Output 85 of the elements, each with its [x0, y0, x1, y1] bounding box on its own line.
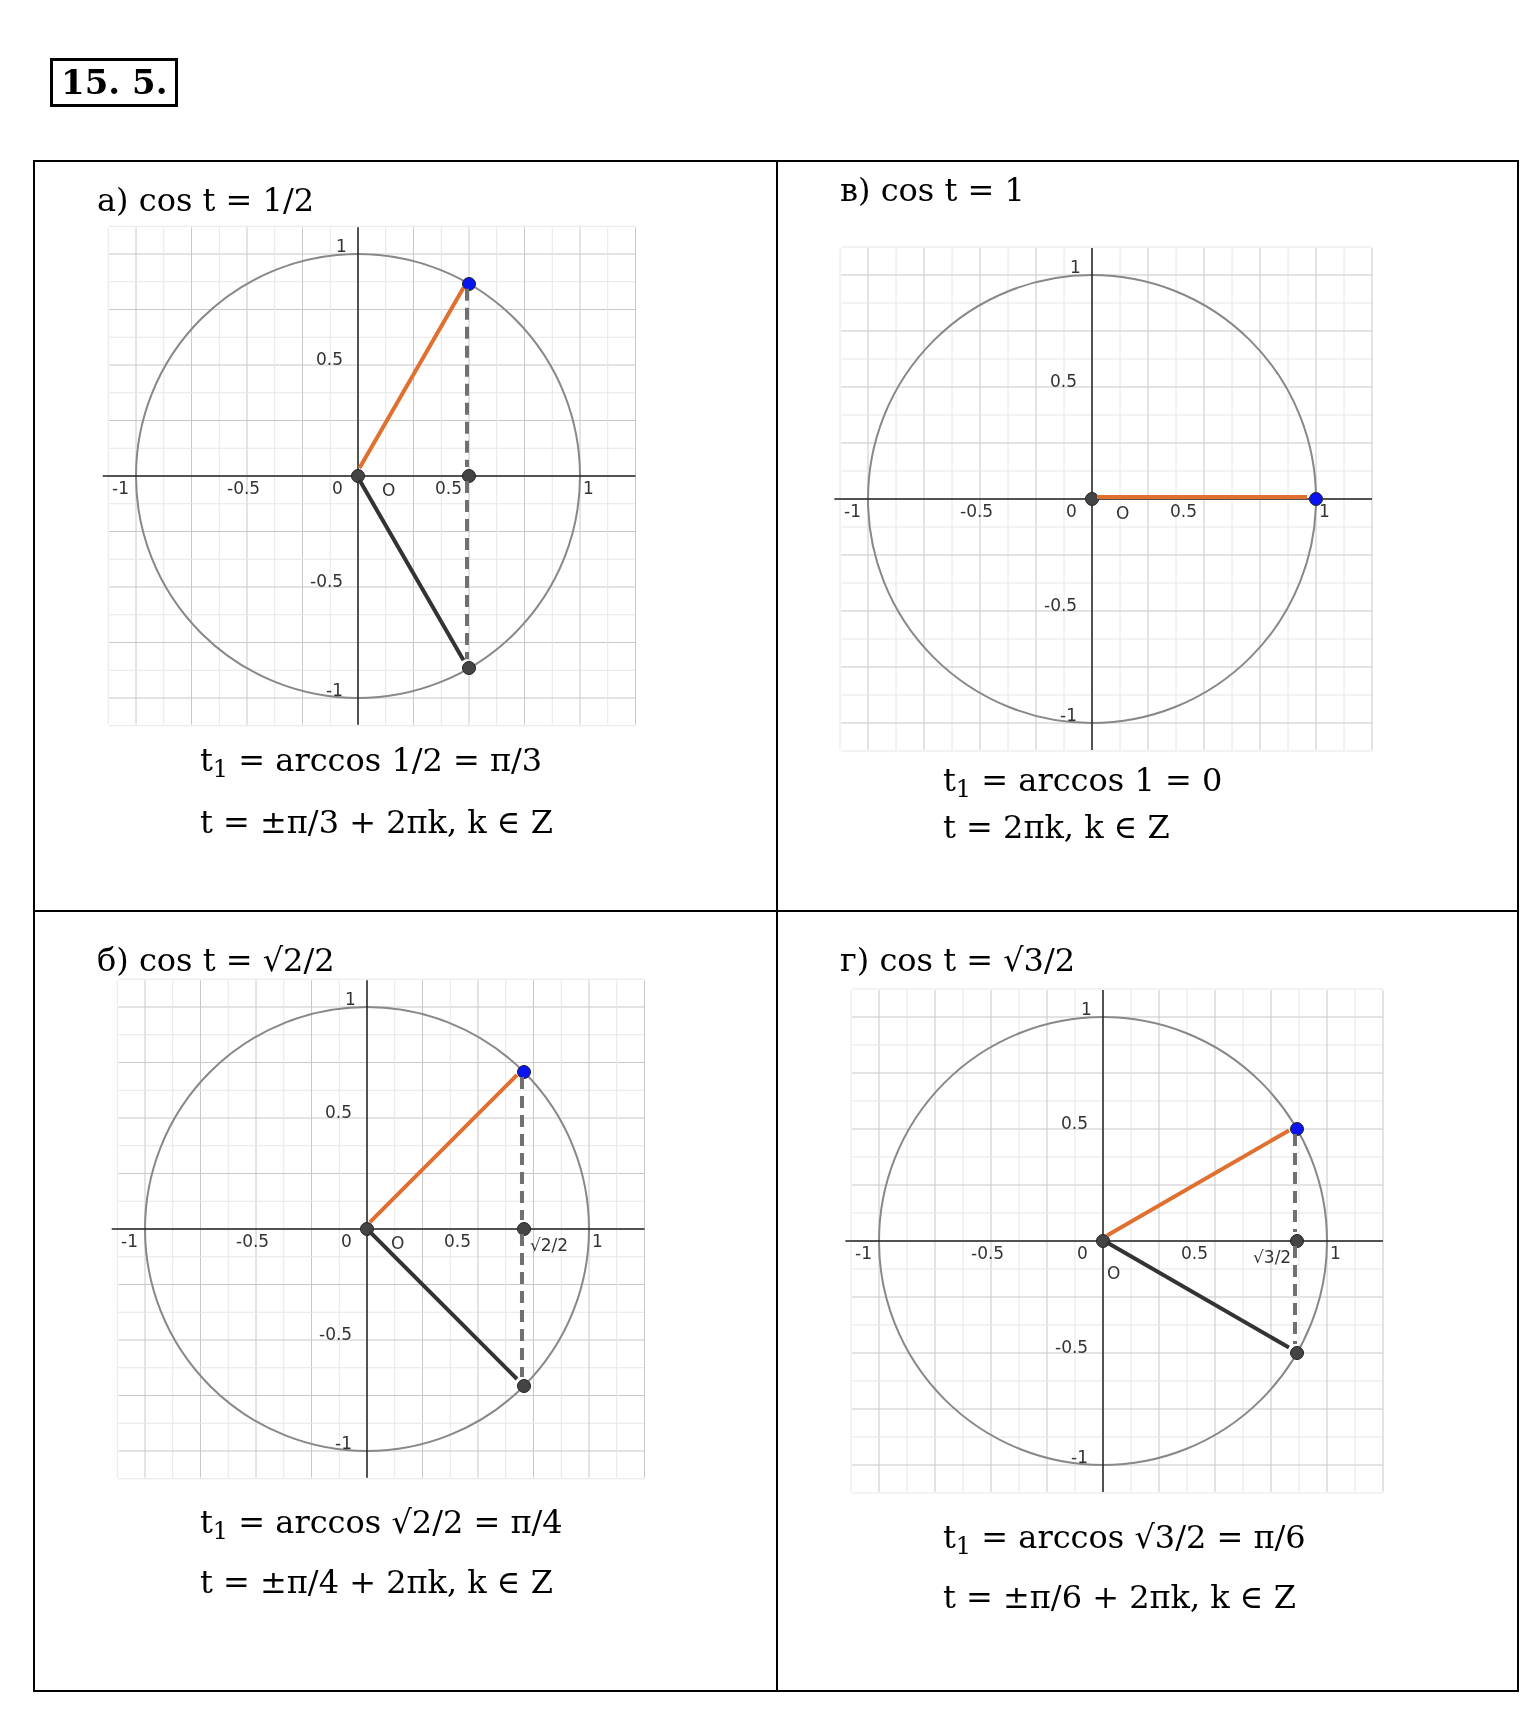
tick-label: 1 [1081, 1001, 1092, 1018]
segment-line [1106, 1128, 1290, 1238]
tick-label: 0 [341, 1233, 352, 1250]
segment-line [357, 286, 466, 469]
tick-label: -1 [121, 1233, 138, 1250]
point-marker [1309, 492, 1323, 506]
segment-line [368, 1230, 519, 1381]
dashed-line [520, 1234, 524, 1377]
tick-label: 1 [1330, 1245, 1341, 1262]
point-marker [351, 469, 365, 483]
segment-line [1097, 495, 1307, 499]
tick-label: -0.5 [310, 573, 344, 590]
solution-formula: t$_{1}$ = arccos 1/2 = π/3 [200, 740, 543, 780]
exercise-panel [33, 910, 778, 1692]
point-marker [1290, 1234, 1304, 1248]
tick-label: -1 [112, 480, 129, 497]
equation-heading: б) cos t = √2/2 [97, 940, 335, 980]
point-marker [1290, 1122, 1304, 1136]
tick-label: -0.5 [236, 1233, 270, 1250]
solution-formula: t$_{1}$ = arccos 1 = 0 [943, 760, 1223, 800]
general-solution-formula: t = 2πk, k ∈ Z [943, 807, 1170, 847]
exercise-number: 15. 5. [50, 58, 179, 107]
dashed-line [520, 1077, 524, 1220]
tick-label: -1 [855, 1245, 872, 1262]
point-marker [516, 1222, 531, 1236]
tick-label: 0.5 [1050, 373, 1078, 390]
tick-label: -1 [1071, 1449, 1088, 1466]
segment-line [1106, 1240, 1290, 1350]
dashed-line [1293, 1246, 1297, 1344]
exercise-panel [776, 160, 1519, 912]
dashed-line [1293, 1134, 1297, 1232]
equation-heading: а) cos t = 1/2 [97, 180, 315, 220]
tick-label: -0.5 [227, 480, 261, 497]
exercise-panel [33, 160, 778, 912]
point-marker [516, 1378, 531, 1393]
tick-label: 0 [332, 480, 343, 497]
tick-label: 0.5 [1061, 1115, 1089, 1132]
tick-label: -1 [335, 1435, 352, 1452]
tick-label: 1 [583, 480, 594, 497]
point-marker [462, 469, 476, 483]
tick-label: √2/2 [529, 1237, 569, 1254]
tick-label: -0.5 [960, 503, 994, 520]
tick-label: 0.5 [316, 351, 344, 368]
tick-label: 0.5 [1170, 503, 1198, 520]
general-solution-formula: t = ±π/3 + 2πk, k ∈ Z [200, 802, 553, 842]
equation-heading: в) cos t = 1 [840, 170, 1025, 210]
tick-label: 1 [1319, 503, 1330, 520]
point-label: O [1116, 505, 1130, 522]
tick-label: 0.5 [325, 1104, 353, 1121]
tick-label: √3/2 [1253, 1249, 1292, 1266]
point-marker [1290, 1346, 1304, 1360]
point-label: O [391, 1235, 405, 1252]
tick-label: 0 [1077, 1245, 1088, 1262]
tick-label: 1 [1070, 259, 1081, 276]
tick-label: -0.5 [971, 1245, 1005, 1262]
solution-formula: t$_{1}$ = arccos √3/2 = π/6 [943, 1517, 1306, 1557]
tick-label: 1 [336, 238, 347, 255]
point-marker [1085, 492, 1099, 506]
tick-label: -1 [326, 682, 343, 699]
point-marker [360, 1222, 374, 1236]
dashed-line [465, 481, 469, 660]
tick-label: 0.5 [1181, 1245, 1209, 1262]
tick-label: 0.5 [435, 480, 463, 497]
tick-label: -0.5 [319, 1326, 353, 1343]
tick-label: 0 [1066, 503, 1077, 520]
equation-heading: г) cos t = √3/2 [840, 940, 1076, 980]
point-marker [462, 661, 476, 676]
general-solution-formula: t = ±π/4 + 2πk, k ∈ Z [200, 1562, 553, 1602]
tick-label: -0.5 [1055, 1339, 1089, 1356]
tick-label: 1 [345, 991, 356, 1008]
dashed-line [465, 288, 469, 467]
tick-label: -1 [1060, 707, 1077, 724]
point-marker [1096, 1234, 1110, 1248]
point-label: O [1107, 1265, 1121, 1282]
solution-formula: t$_{1}$ = arccos √2/2 = π/4 [200, 1502, 563, 1542]
tick-label: -0.5 [1044, 597, 1078, 614]
general-solution-formula: t = ±π/6 + 2πk, k ∈ Z [943, 1577, 1296, 1617]
point-label: O [382, 482, 396, 499]
tick-label: 1 [592, 1233, 603, 1250]
point-marker [462, 276, 476, 291]
segment-line [368, 1073, 519, 1224]
segment-line [357, 479, 466, 662]
exercise-panel [776, 910, 1519, 1692]
tick-label: -1 [844, 503, 861, 520]
tick-label: 0.5 [444, 1233, 472, 1250]
